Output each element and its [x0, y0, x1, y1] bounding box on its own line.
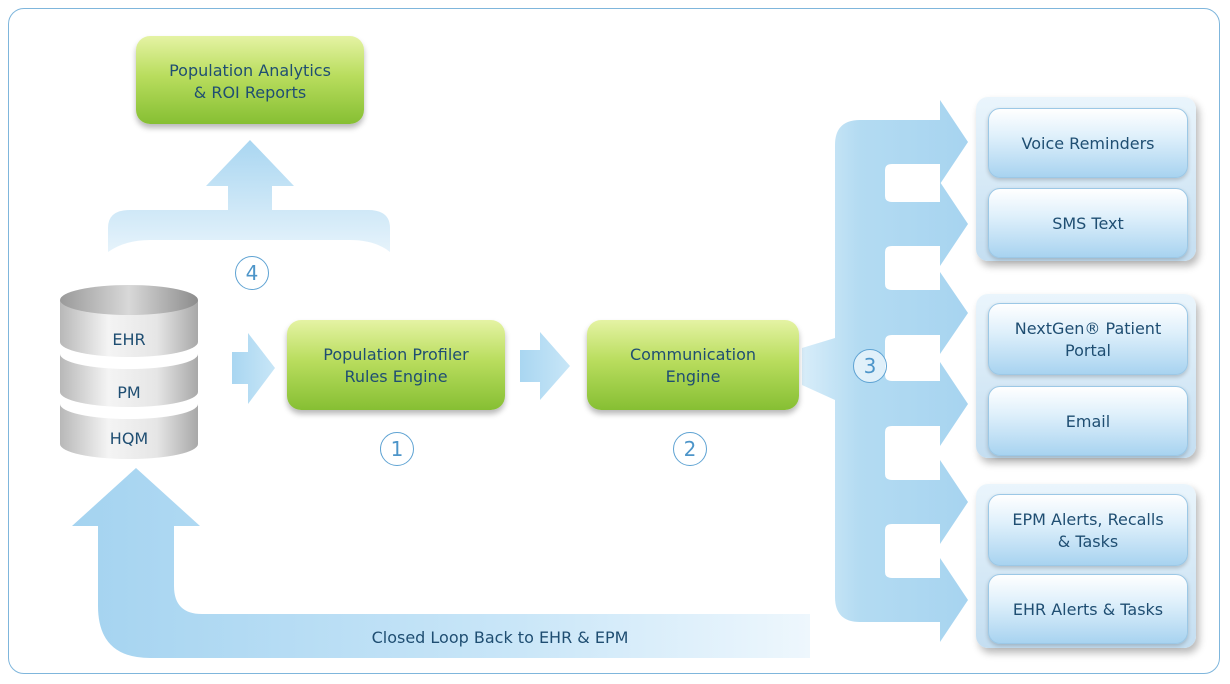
- db-layer-hqm: HQM: [109, 429, 149, 448]
- epm-alerts-item: EPM Alerts, Recalls & Tasks: [988, 494, 1188, 566]
- sms-text-label: SMS Text: [1052, 214, 1124, 233]
- arrow-db-to-profiler: [232, 333, 275, 404]
- epm-alerts-line1: EPM Alerts, Recalls: [1012, 510, 1164, 529]
- step-2-circle: 2: [673, 432, 707, 466]
- patient-portal-item: NextGen® Patient Portal: [988, 303, 1188, 375]
- arrow-profiler-to-communication: [520, 332, 570, 400]
- epm-alerts-line2: & Tasks: [1057, 532, 1119, 551]
- email-item: Email: [988, 386, 1188, 456]
- db-layer-pm: PM: [117, 383, 141, 402]
- voice-reminders-label: Voice Reminders: [1021, 134, 1155, 153]
- email-label: Email: [1065, 412, 1111, 431]
- closed-loop-label: Closed Loop Back to EHR & EPM: [371, 628, 629, 647]
- communication-line2: Engine: [665, 367, 721, 386]
- step-3-circle: 3: [853, 349, 887, 383]
- closed-loop-arrow: [72, 468, 810, 658]
- up-arrow-analytics: [108, 140, 390, 252]
- ehr-alerts-label: EHR Alerts & Tasks: [1012, 600, 1164, 619]
- sms-text-item: SMS Text: [988, 188, 1188, 258]
- ehr-alerts-item: EHR Alerts & Tasks: [988, 574, 1188, 644]
- profiler-box: Population Profiler Rules Engine: [287, 320, 505, 410]
- patient-portal-line2: Portal: [1065, 341, 1111, 360]
- diagram-frame: [8, 8, 1220, 674]
- communication-box: Communication Engine: [587, 320, 799, 410]
- db-layer-ehr: EHR: [112, 330, 146, 349]
- voice-reminders-item: Voice Reminders: [988, 108, 1188, 178]
- step-1-circle: 1: [380, 432, 414, 466]
- profiler-line2: Rules Engine: [344, 367, 448, 386]
- profiler-line1: Population Profiler: [323, 345, 469, 364]
- analytics-box: Population Analytics & ROI Reports: [136, 36, 364, 124]
- step-4-circle: 4: [235, 256, 269, 290]
- patient-portal-line1: NextGen® Patient: [1014, 319, 1162, 338]
- analytics-line1: Population Analytics: [169, 61, 331, 80]
- analytics-line2: & ROI Reports: [193, 83, 307, 102]
- database-cylinder: [60, 285, 198, 459]
- communication-line1: Communication: [629, 345, 757, 364]
